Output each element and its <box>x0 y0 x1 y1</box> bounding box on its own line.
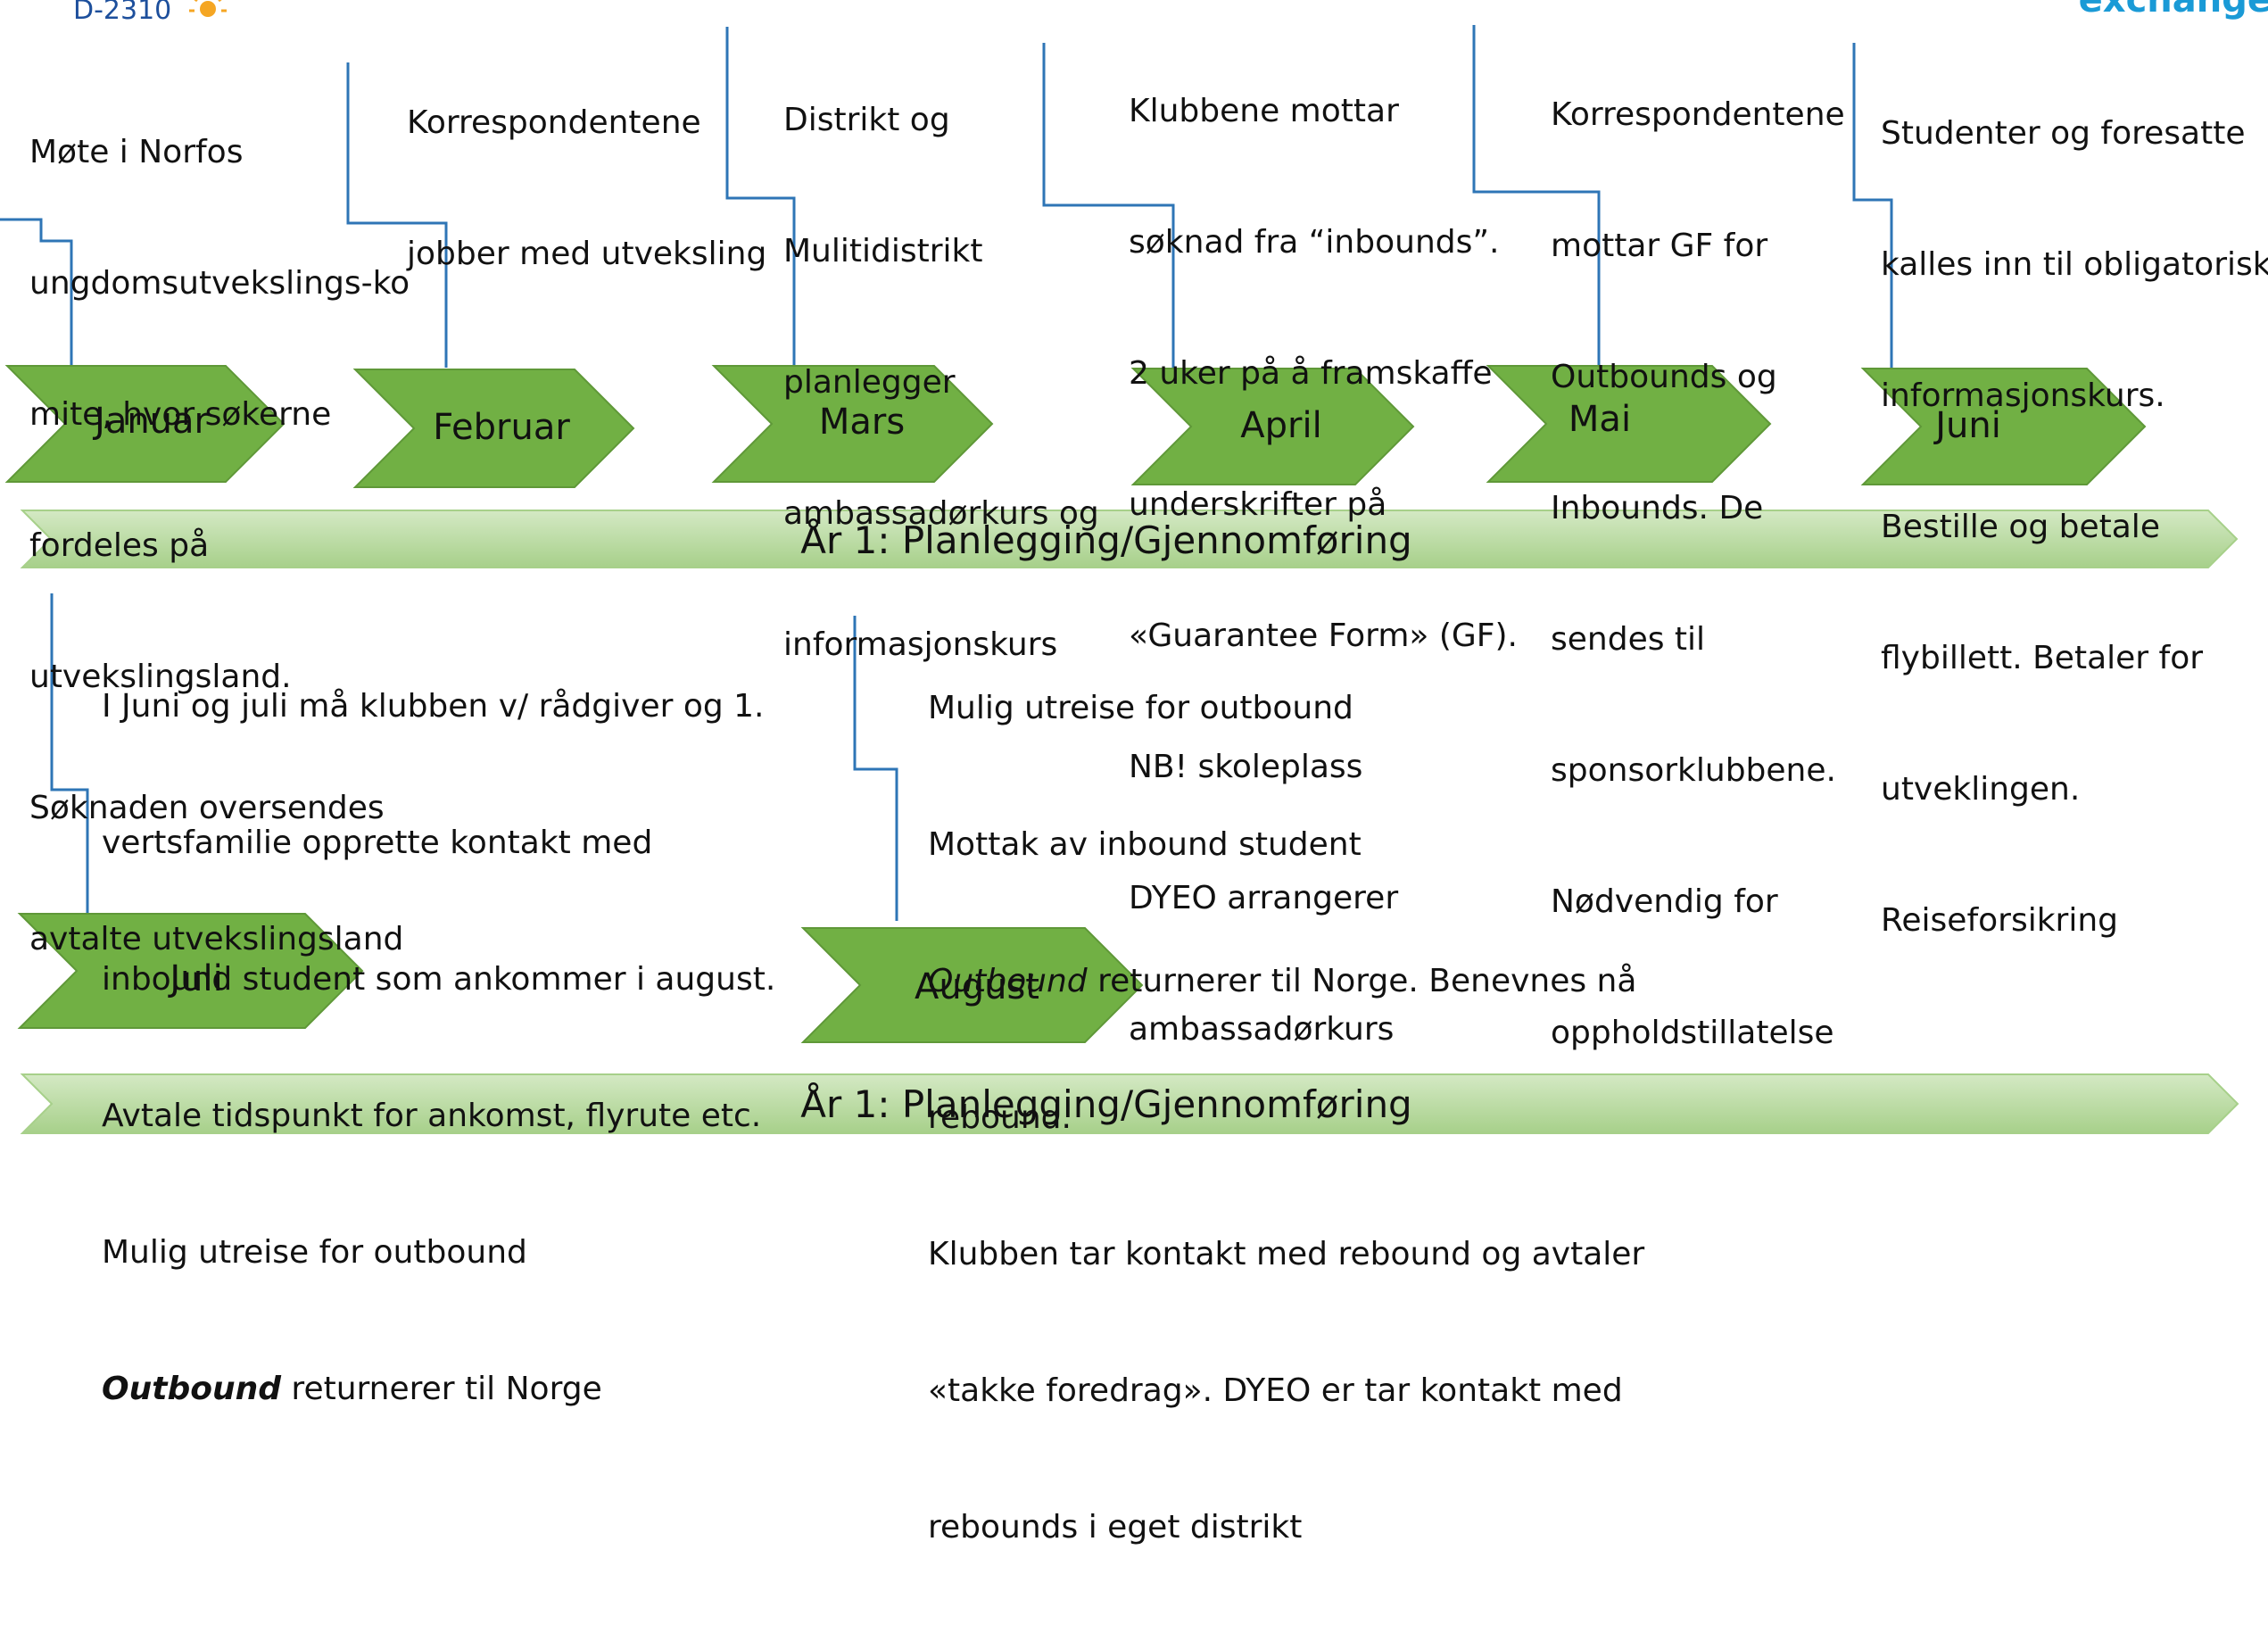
note-line: Korrespondentene <box>1551 96 1845 133</box>
note-line: kalles inn til obligatorisk <box>1881 246 2268 283</box>
chevron-mars <box>711 365 994 483</box>
note-line: Korrespondentene <box>407 104 701 141</box>
note-line: Møte i Norfos <box>29 134 244 170</box>
note-line: Nødvendig for <box>1551 883 1778 920</box>
note-line: Outbounds og <box>1551 359 1777 395</box>
note-line: Reiseforsikring <box>1881 902 2119 939</box>
note-line-rest: returnerer til Norge <box>280 1371 602 1407</box>
note-januar: Møte i Norfos ungdomsutvekslings-ko mite… <box>29 43 410 1048</box>
connector-mai <box>1472 25 1601 368</box>
chevron-april <box>1130 368 1415 485</box>
note-line: planlegger <box>783 364 956 401</box>
month-label-januar: Januar <box>95 401 209 442</box>
note-line: vertsfamilie opprette kontakt med <box>102 825 653 861</box>
month-label-mars: Mars <box>818 402 906 443</box>
note-line: NB! skoleplass <box>1129 749 1363 785</box>
note-line: Outbound returnerer til Norge <box>102 1366 775 1412</box>
note-line: Inbounds. De <box>1551 490 1764 526</box>
note-line: 2 uker på å framskaffe <box>1129 355 1493 392</box>
district-code: D-2310 <box>73 0 172 26</box>
note-line: avtalte utvekslingsland <box>29 921 404 957</box>
note-line: Distrikt og <box>783 102 950 138</box>
sun-icon <box>189 0 227 17</box>
chevron-februar <box>352 369 635 488</box>
chevron-august <box>800 927 1144 1043</box>
note-line: ambassadørkurs <box>1129 1011 1395 1048</box>
month-chevrons <box>4 365 2239 1134</box>
note-line: fordeles på <box>29 527 210 564</box>
connector-februar <box>346 62 448 368</box>
note-line: Avtale tidspunkt for ankomst, flyrute et… <box>102 1098 762 1134</box>
year-band <box>20 510 2239 568</box>
month-label-februar: Februar <box>433 407 570 448</box>
connector-juli <box>50 593 89 915</box>
note-line: Mulitidistrikt <box>783 233 983 269</box>
month-label-juli: Juli <box>170 958 223 999</box>
note-line: I Juni og juli må klubben v/ rådgiver og… <box>102 688 765 725</box>
note-line: Studenter og foresatte <box>1881 115 2246 152</box>
note-line: DYEO arrangerer <box>1129 880 1399 916</box>
connector-august <box>853 616 898 921</box>
note-line: Søknaden oversendes <box>29 790 385 826</box>
connector-lines <box>0 25 1893 921</box>
note-line: informasjonskurs. <box>1881 377 2165 414</box>
note-line: «takke foredrag». DYEO er tar kontakt me… <box>928 1372 1623 1409</box>
month-label-juni: Juni <box>1935 405 2001 446</box>
month-label-august: August <box>915 966 1039 1007</box>
note-line: ungdomsutvekslings-ko <box>29 265 410 302</box>
note-juni: Studenter og foresatte kalles inn til ob… <box>1881 24 2268 1030</box>
note-line: Outbound returnerer til Norge. Benevnes … <box>928 958 1644 1004</box>
note-mai: Korrespondentene mottar GF for Outbounds… <box>1551 5 1845 1142</box>
note-line: Klubbene mottar <box>1129 93 1399 129</box>
year-band-label: År 1: Planlegging/Gjennomføring <box>800 1082 1412 1126</box>
note-august: Mulig utreise for outbound Mottak av inb… <box>928 594 1644 1641</box>
note-line: søknad fra “inbounds”. <box>1129 224 1500 261</box>
note-line: utvekslingsland. <box>29 659 292 695</box>
note-line: rebounds i eget distrikt <box>928 1509 1303 1546</box>
note-line: Mulig utreise for outbound <box>928 690 1353 726</box>
note-line: sponsorklubbene. <box>1551 752 1836 789</box>
note-line: «Guarantee Form» (GF). <box>1129 617 1518 654</box>
emphasis-word: Outbound <box>928 963 1088 999</box>
note-line: utveklingen. <box>1881 771 2081 808</box>
year-band <box>20 1073 2239 1134</box>
connector-juni <box>1852 43 1893 368</box>
note-line: underskrifter på <box>1129 486 1387 523</box>
exchange-wordmark: exchange <box>2078 0 2268 21</box>
month-label-mai: Mai <box>1568 399 1632 440</box>
note-line: inbound student som ankommer i august. <box>102 961 776 998</box>
timeline-diagram: D-2310 exchange Januar Februar Mars Apri… <box>0 0 2268 1546</box>
chevron-juni <box>1860 368 2147 485</box>
note-april: Klubbene mottar søknad fra “inbounds”. 2… <box>1129 2 1518 1139</box>
connector-mars <box>725 27 796 368</box>
chevron-januar <box>4 365 286 483</box>
note-februar: Korrespondentene jobber med utveksling <box>407 13 766 363</box>
note-line: mottar GF for <box>1551 228 1768 264</box>
note-line: rebound. <box>928 1099 1072 1136</box>
note-line: informasjonskurs <box>783 626 1058 663</box>
note-line: mite, hvor søkerne <box>29 396 332 433</box>
note-line: sendes til <box>1551 621 1706 658</box>
note-line: ambassadørkurs og <box>783 495 1099 532</box>
note-line-rest: returnerer til Norge. Benevnes nå <box>1087 963 1637 999</box>
note-line: Bestille og betale <box>1881 509 2160 545</box>
chevron-mai <box>1486 365 1772 483</box>
note-mars: Distrikt og Mulitidistrikt planlegger am… <box>783 11 1099 754</box>
emphasis-word: Outbound <box>102 1371 281 1407</box>
note-line: jobber med utveksling <box>407 236 767 272</box>
connector-april <box>1042 43 1175 368</box>
note-line: oppholdstillatelse <box>1551 1015 1834 1051</box>
month-label-april: April <box>1240 405 1322 446</box>
connector-januar <box>0 218 73 368</box>
chevron-juli <box>17 913 364 1029</box>
note-line: Mottak av inbound student <box>928 826 1362 863</box>
year-band-label: År 1: Planlegging/Gjennomføring <box>800 518 1412 562</box>
note-line: flybillett. Betaler for <box>1881 640 2204 676</box>
note-juli: I Juni og juli må klubben v/ rådgiver og… <box>102 593 775 1503</box>
note-line: Klubben tar kontakt med rebound og avtal… <box>928 1236 1645 1272</box>
note-line: Mulig utreise for outbound <box>102 1234 527 1271</box>
